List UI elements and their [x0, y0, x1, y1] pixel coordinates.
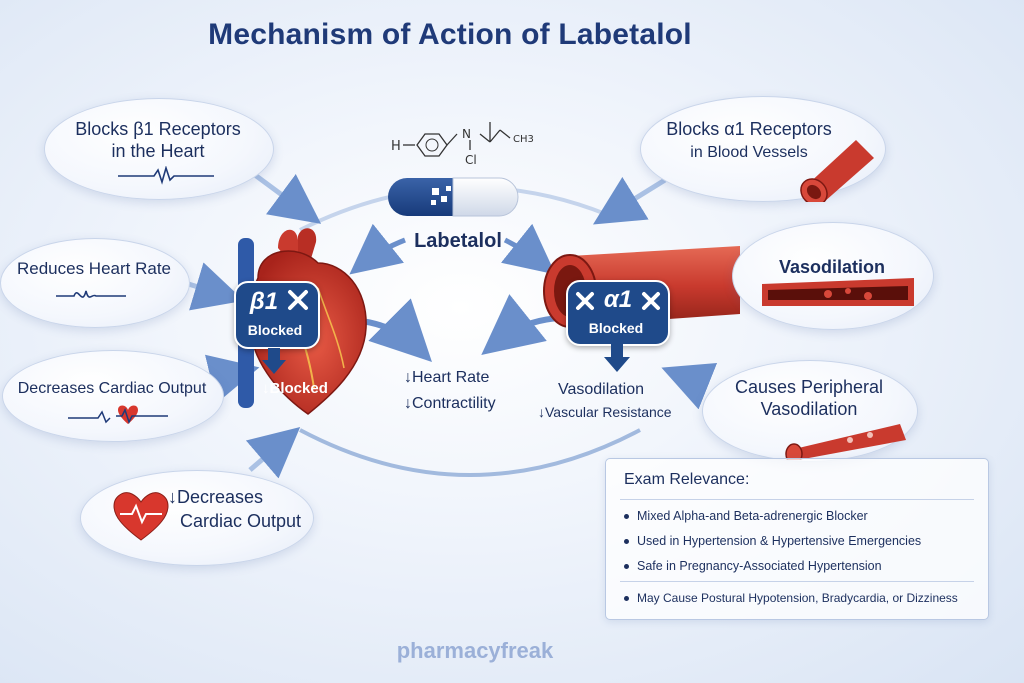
bullet-icon	[624, 596, 629, 602]
peripheral-line2: Vasodilation	[760, 399, 858, 419]
exam-item: Safe in Pregnancy-Associated Hypertensio…	[624, 559, 882, 573]
molecule-cl: Cl	[465, 153, 477, 167]
cycle-arc-bottom	[299, 428, 641, 477]
alpha1-receptors-line2: in Blood Vessels	[690, 144, 808, 161]
dilated-vessel-icon	[762, 278, 914, 306]
heart-rate-text: Reduces Heart Rate	[16, 259, 172, 278]
exam-item: Mixed Alpha-and Beta-adrenergic Blocker	[624, 509, 868, 523]
center-vascular-resistance: ↓Vascular Resistance	[538, 404, 672, 420]
close-x-icon	[642, 292, 660, 310]
decreases-co-line1: ↓Decreases	[168, 487, 264, 507]
center-vasodilation: Vasodilation	[558, 381, 644, 398]
exam-relevance-panel: Exam Relevance: Mixed Alpha-and Beta-adr…	[605, 458, 989, 620]
arrow-pill-to-vessel	[500, 223, 556, 275]
page-title: Mechanism of Action of Labetalol	[208, 18, 692, 51]
molecule-structure: H N Cl CH3	[391, 122, 534, 167]
bubble-cardiac-output	[2, 350, 224, 442]
peripheral-line1: Causes Peripheral	[734, 377, 884, 397]
arrow-heart-rate	[184, 262, 245, 311]
bubble-alpha1-receptors	[640, 96, 886, 202]
exam-relevance-title: Exam Relevance:	[624, 471, 750, 488]
molecule-n: N	[462, 127, 471, 141]
vessel-segment-icon	[800, 140, 874, 202]
decreases-co-line2: Cardiac Output	[180, 511, 302, 531]
bullet-icon	[624, 564, 629, 570]
beta1-blocked-label: Blocked	[247, 322, 303, 338]
arrow-cardiac-output	[204, 354, 260, 404]
arrow-pill-to-heart	[349, 223, 406, 275]
heart-down-blocked: ↓Blocked	[262, 380, 328, 397]
arrow-beta1	[253, 172, 322, 224]
drug-name: Labetalol	[414, 230, 502, 252]
alpha1-symbol: α1	[603, 286, 633, 313]
down-arrow-icon	[604, 344, 630, 372]
arrow-peripheral	[661, 362, 718, 410]
arrow-decreases-co	[245, 426, 301, 479]
exam-item: Used in Hypertension & Hypertensive Emer…	[624, 534, 921, 548]
center-heart-rate: ↓Heart Rate	[404, 369, 490, 386]
ecg-line-icon	[118, 166, 214, 185]
center-contractility: ↓Contractility	[404, 395, 496, 412]
alpha1-blocked-label: Blocked	[588, 320, 644, 336]
molecule-h: H	[391, 139, 401, 154]
divider	[620, 499, 974, 500]
heartbeat-wave-icon	[56, 290, 126, 298]
bullet-icon	[624, 514, 629, 520]
pill-capsule-icon	[388, 177, 519, 217]
cardiac-output-text: Decreases Cardiac Output	[17, 380, 207, 397]
bubble-vasodilation	[732, 222, 934, 330]
bullet-icon	[624, 539, 629, 545]
exam-item: May Cause Postural Hypotension, Bradycar…	[624, 591, 958, 605]
vasodilation-text: Vasodilation	[778, 257, 886, 277]
beta1-receptors-line2: in the Heart	[111, 141, 205, 161]
alpha1-receptors-line1: Blocks α1 Receptors	[666, 119, 832, 139]
arrow-alpha1	[592, 176, 667, 225]
close-x-icon	[288, 290, 308, 310]
alpha1-blocked-badge	[566, 280, 670, 346]
close-x-icon	[576, 292, 594, 310]
vessel-segment-icon	[785, 424, 906, 460]
bubble-beta1-receptors	[44, 98, 274, 200]
bubble-peripheral-vasodilation	[702, 360, 918, 462]
molecule-ch3: CH3	[513, 134, 534, 145]
heart-ecg-icon	[68, 405, 168, 424]
heart-monitor-icon	[113, 492, 169, 541]
watermark-logo: pharmacyfreak	[396, 638, 554, 663]
divider	[620, 581, 974, 582]
beta1-symbol: β1	[249, 288, 279, 315]
down-arrow-icon	[262, 348, 286, 374]
beta1-receptors-line1: Blocks β1 Receptors	[75, 119, 241, 139]
bubble-heart-rate	[0, 238, 190, 328]
